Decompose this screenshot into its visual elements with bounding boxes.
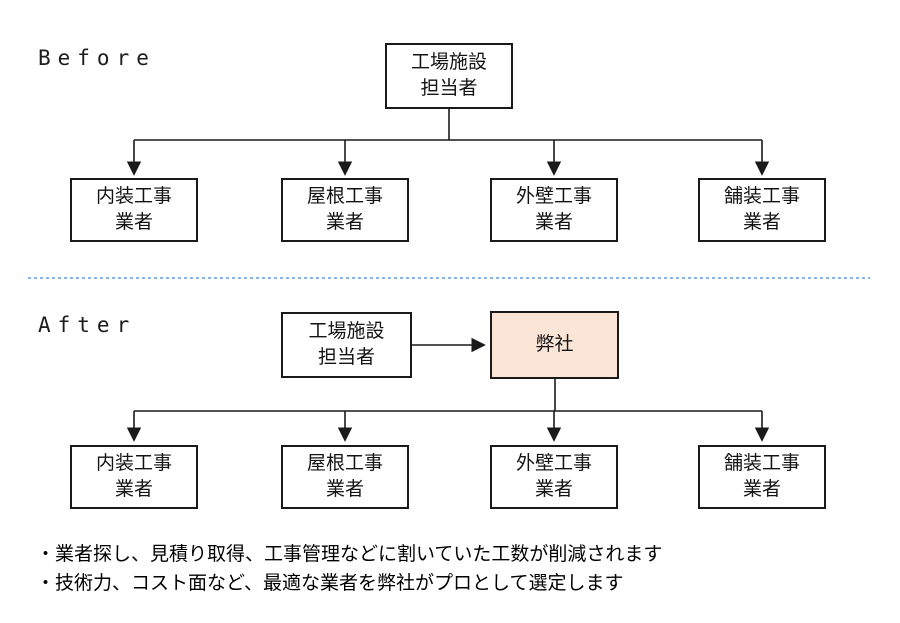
box-label-line: 業者	[742, 479, 781, 500]
after-box-interior-contractor: 内装工事 業者	[70, 445, 198, 509]
benefit-note-selection: ・技術力、コスト面など、最適な業者を弊社がプロとして選定します	[36, 573, 624, 594]
box-label-line: 内装工事	[95, 186, 172, 207]
benefit-note-workload: ・業者探し、見積り取得、工事管理などに割いていた工数が削減されます	[36, 544, 663, 565]
after-section-label: After	[38, 313, 137, 337]
box-label-line: 業者	[325, 479, 364, 500]
box-label-line: 業者	[114, 479, 153, 500]
before-section-label: Before	[38, 46, 156, 70]
box-label-line: 業者	[742, 212, 781, 233]
box-label-line: 業者	[325, 212, 364, 233]
before-box-paving-contractor: 舗装工事 業者	[698, 178, 826, 242]
section-divider-dashed-line	[28, 277, 870, 279]
after-box-exterior-wall-contractor: 外壁工事 業者	[490, 445, 618, 509]
box-label-line: 外壁工事	[515, 453, 592, 474]
box-label-line: 屋根工事	[306, 186, 383, 207]
box-label-line: 舗装工事	[723, 186, 800, 207]
box-label-line: 担当者	[317, 347, 375, 368]
box-label-line: 舗装工事	[723, 453, 800, 474]
before-box-interior-contractor: 内装工事 業者	[70, 178, 198, 242]
after-box-paving-contractor: 舗装工事 業者	[698, 445, 826, 509]
before-box-roof-contractor: 屋根工事 業者	[281, 178, 409, 242]
box-label-line: 屋根工事	[306, 453, 383, 474]
before-box-exterior-wall-contractor: 外壁工事 業者	[490, 178, 618, 242]
benefit-notes: ・業者探し、見積り取得、工事管理などに割いていた工数が削減されます ・技術力、コ…	[36, 540, 662, 598]
box-label-line: 業者	[534, 212, 573, 233]
box-label-line: 担当者	[420, 78, 478, 99]
box-label-line: 弊社	[535, 334, 574, 355]
box-label-line: 業者	[114, 212, 153, 233]
after-box-factory-manager: 工場施設 担当者	[281, 312, 412, 378]
box-label-line: 外壁工事	[515, 186, 592, 207]
box-label-line: 工場施設	[308, 321, 385, 342]
after-box-roof-contractor: 屋根工事 業者	[281, 445, 409, 509]
box-label-line: 工場施設	[410, 52, 487, 73]
box-label-line: 内装工事	[95, 453, 172, 474]
before-root-box-factory-manager: 工場施設 担当者	[385, 43, 513, 109]
after-box-our-company: 弊社	[490, 311, 619, 379]
box-label-line: 業者	[534, 479, 573, 500]
